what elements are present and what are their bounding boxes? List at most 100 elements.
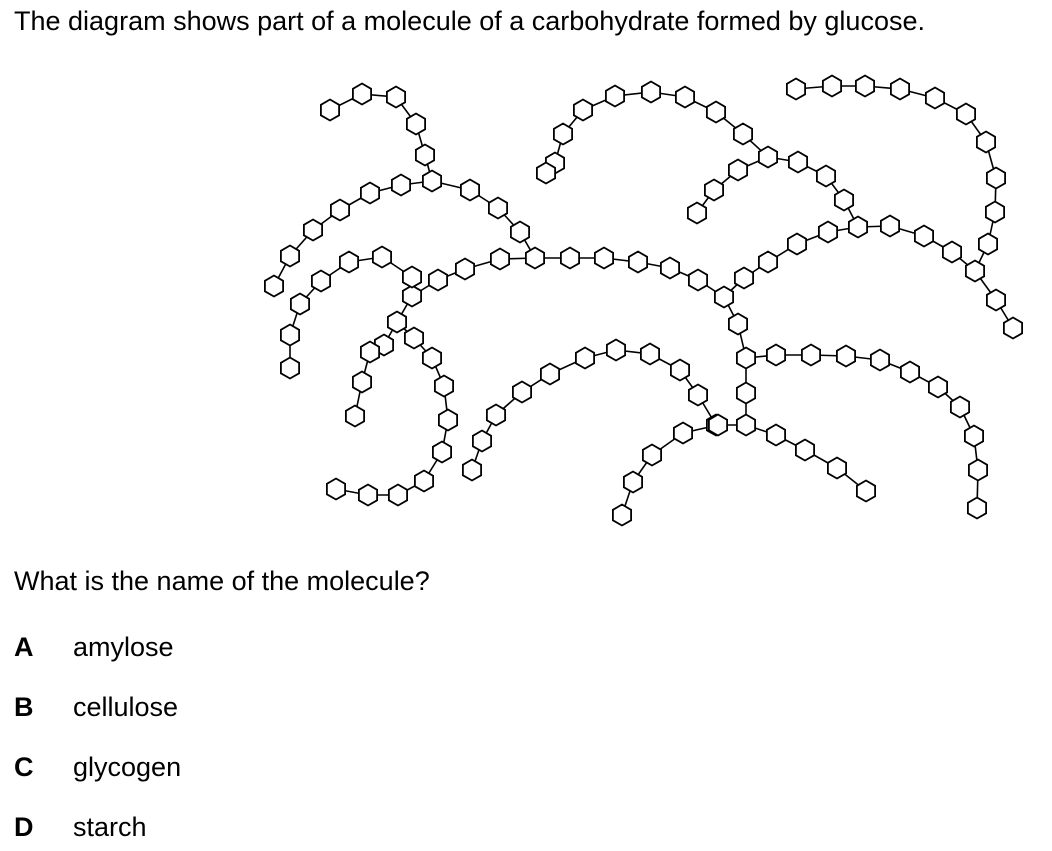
glucose-ring-icon bbox=[325, 477, 347, 501]
glucose-ring-icon bbox=[279, 244, 301, 268]
glucose-ring-icon bbox=[670, 358, 690, 382]
glucose-ring-icon bbox=[279, 323, 301, 347]
glucose-ring-icon bbox=[319, 98, 341, 122]
glucose-ring-icon bbox=[413, 469, 435, 493]
option-text: glycogen bbox=[73, 752, 182, 782]
glucose-ring-icon bbox=[573, 98, 593, 122]
glucose-ring-icon bbox=[421, 169, 443, 193]
glucose-ring-icon bbox=[540, 362, 560, 386]
glucose-ring-icon bbox=[509, 220, 530, 244]
glucose-ring-icon bbox=[688, 268, 708, 292]
glucose-ring-icon bbox=[461, 458, 483, 482]
glucose-ring-icon bbox=[289, 292, 311, 316]
glucose-ring-icon bbox=[836, 344, 856, 368]
glucose-ring-icon bbox=[714, 285, 734, 309]
glucose-ring-icon bbox=[766, 423, 786, 447]
glucose-ring-icon bbox=[856, 479, 876, 503]
glucose-ring-icon bbox=[553, 122, 573, 146]
glucose-ring-icon bbox=[433, 374, 455, 398]
glucose-ring-icon bbox=[471, 429, 493, 453]
glucose-ring-icon bbox=[437, 408, 459, 432]
glucose-ring-icon bbox=[263, 274, 285, 298]
glucose-ring-icon bbox=[359, 181, 381, 205]
glucose-ring-icon bbox=[687, 201, 707, 225]
option-letter: D bbox=[14, 812, 34, 842]
glucose-ring-icon bbox=[848, 215, 868, 239]
glucose-ring-icon bbox=[688, 383, 708, 407]
glucose-ring-icon bbox=[985, 200, 1005, 224]
glucose-ring-icon bbox=[660, 256, 680, 280]
glucose-ring-icon bbox=[816, 164, 836, 188]
glucose-ring-icon bbox=[788, 150, 808, 174]
glucose-ring-icon bbox=[459, 178, 481, 202]
glucose-ring-icon bbox=[900, 360, 920, 384]
glucose-ring-icon bbox=[386, 310, 408, 334]
glucose-ring-icon bbox=[787, 232, 807, 256]
glucose-ring-icon bbox=[704, 178, 724, 202]
glucose-ring-icon bbox=[403, 326, 425, 350]
glucose-ring-icon bbox=[487, 196, 509, 220]
glucose-ring-icon bbox=[758, 250, 778, 274]
glucose-ring-icon bbox=[485, 403, 507, 427]
glucose-ring-icon bbox=[560, 246, 580, 270]
glucose-ring-icon bbox=[641, 80, 661, 104]
option-text: starch bbox=[73, 812, 147, 842]
glucose-ring-icon bbox=[431, 440, 453, 464]
glucose-ring-icon bbox=[357, 483, 379, 507]
glucose-ring-icon bbox=[359, 340, 381, 364]
question-intro: The diagram shows part of a molecule of … bbox=[14, 6, 925, 36]
glucose-ring-icon bbox=[401, 284, 423, 308]
glucose-ring-icon bbox=[606, 338, 626, 362]
glucose-ring-icon bbox=[986, 166, 1006, 190]
glucose-ring-icon bbox=[855, 74, 875, 98]
glucose-ring-icon bbox=[344, 404, 366, 428]
glucose-ring-icon bbox=[964, 424, 984, 448]
glucose-ring-icon bbox=[279, 356, 301, 380]
option-text: cellulose bbox=[73, 692, 179, 722]
glucose-ring-icon bbox=[642, 443, 662, 467]
glucose-ring-icon bbox=[822, 74, 842, 98]
glucose-ring-icon bbox=[673, 421, 693, 445]
glucose-ring-icon bbox=[390, 173, 412, 197]
glucose-ring-icon bbox=[968, 458, 988, 482]
glucose-ring-icon bbox=[795, 438, 815, 462]
glucose-ring-icon bbox=[733, 122, 753, 146]
glucose-ring-icon bbox=[766, 343, 786, 367]
glucose-ring-icon bbox=[351, 82, 373, 106]
glucose-ring-icon bbox=[827, 456, 847, 480]
glucose-ring-icon bbox=[965, 259, 985, 283]
glucose-ring-icon bbox=[786, 77, 806, 101]
glucose-ring-icon bbox=[405, 112, 427, 136]
glucose-ring-icon bbox=[675, 85, 695, 109]
glucose-ring-icon bbox=[623, 470, 643, 494]
glucose-ring-icon bbox=[880, 214, 900, 238]
glucose-ring-icon bbox=[371, 245, 393, 269]
glucose-ring-icon bbox=[978, 232, 998, 256]
option-letter: A bbox=[14, 632, 34, 662]
option-letter: C bbox=[14, 752, 34, 782]
glucose-ring-icon bbox=[818, 220, 838, 244]
glucose-ring-icon bbox=[401, 265, 423, 289]
glucose-ring-icon bbox=[928, 375, 948, 399]
glucose-ring-icon bbox=[708, 413, 728, 437]
glucose-ring-icon bbox=[512, 380, 532, 404]
glucose-ring-icon bbox=[870, 348, 890, 372]
glucose-ring-icon bbox=[734, 266, 754, 290]
glucose-ring-icon bbox=[351, 370, 373, 394]
glucose-ring-icon bbox=[594, 246, 614, 270]
glucose-ring-icon bbox=[329, 198, 351, 222]
glucose-ring-icon bbox=[536, 161, 556, 185]
glucose-ring-icon bbox=[612, 503, 632, 527]
glucose-ring-icon bbox=[736, 381, 756, 405]
glucose-ring-icon bbox=[967, 496, 987, 520]
glucose-ring-icon bbox=[338, 250, 360, 274]
glucose-ring-icon bbox=[310, 269, 332, 293]
glucose-ring-icon bbox=[605, 84, 625, 108]
glucose-ring-icon bbox=[575, 346, 595, 370]
glucose-ring-icon bbox=[640, 342, 660, 366]
glucose-ring-icon bbox=[421, 346, 443, 370]
option-text: amylose bbox=[73, 632, 174, 662]
glucose-ring-icon bbox=[728, 158, 748, 182]
glucose-ring-icon bbox=[385, 85, 407, 109]
glucose-ring-icon bbox=[758, 145, 778, 169]
